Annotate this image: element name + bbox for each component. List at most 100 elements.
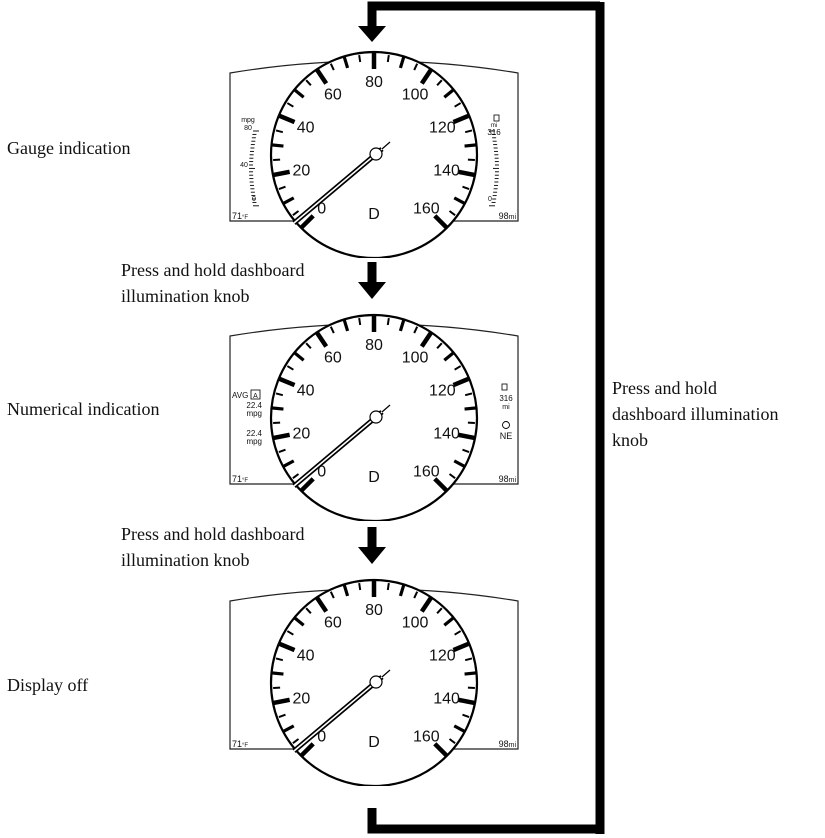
range-max: 316 <box>487 128 501 137</box>
speed-tick <box>271 671 284 676</box>
speed-tick <box>275 392 284 397</box>
gear-indicator: D <box>368 734 380 751</box>
speed-tick <box>299 742 315 758</box>
speed-label-160: 160 <box>413 463 440 480</box>
speed-tick <box>275 657 284 662</box>
step-label-2-line2: illumination knob <box>121 550 250 570</box>
speed-tick <box>436 342 443 350</box>
speed-tick <box>329 591 335 599</box>
outside-temp-value: 71 <box>232 211 242 221</box>
inst-value: 22.4 <box>246 429 262 438</box>
speed-tick <box>342 55 350 69</box>
speed-tick <box>292 738 300 744</box>
speed-tick <box>305 607 312 615</box>
speed-tick <box>272 432 291 441</box>
speed-tick <box>293 88 305 99</box>
speed-tick <box>398 583 406 597</box>
speed-tick <box>443 616 455 627</box>
outside-temp-unit: °F <box>242 478 248 484</box>
speed-tick <box>292 473 300 479</box>
return-label-line3: knob <box>612 430 648 450</box>
speed-tick <box>286 630 294 636</box>
return-label-line1: Press and hold <box>612 378 717 398</box>
speed-tick <box>433 214 449 230</box>
odometer: 98mi <box>499 474 517 484</box>
needle-highlight <box>293 676 383 752</box>
avg-unit: mpg <box>246 409 262 418</box>
mode-label-gauge: Gauge indication <box>7 138 131 158</box>
needle-hub <box>369 147 383 161</box>
speed-tick <box>329 63 335 71</box>
speed-tick <box>436 79 443 87</box>
speed-tick <box>286 102 294 108</box>
speed-tick <box>448 210 456 216</box>
speed-tick <box>292 210 300 216</box>
needle-hub <box>369 675 383 689</box>
speed-tick <box>454 630 462 636</box>
range-value: 316 <box>499 394 513 403</box>
speed-tick <box>314 68 329 85</box>
return-label-line2: dashboard illumination <box>612 404 779 424</box>
speed-tick <box>413 63 419 71</box>
needle-tip <box>381 404 391 413</box>
odometer: 98mi <box>499 211 517 221</box>
outside-temp-value: 71 <box>232 739 242 749</box>
speed-tick <box>453 724 466 733</box>
speed-tick <box>457 432 476 441</box>
speed-tick <box>275 129 284 134</box>
speed-label-40: 40 <box>297 383 315 400</box>
arrow-down-1 <box>358 282 386 299</box>
outside-temp-unit: °F <box>242 215 248 221</box>
speed-tick <box>452 376 471 388</box>
speed-tick <box>305 342 312 350</box>
arrow-down-top <box>358 26 386 42</box>
speed-tick <box>443 88 455 99</box>
speed-tick <box>271 143 284 148</box>
speed-label-20: 20 <box>293 162 311 179</box>
speed-tick <box>386 582 390 591</box>
speed-tick <box>305 79 312 87</box>
loop-bottom-line <box>367 808 600 834</box>
speed-label-100: 100 <box>402 349 429 366</box>
speed-tick <box>272 169 291 178</box>
speed-tick <box>278 713 286 718</box>
fuel-pump-icon <box>493 114 500 122</box>
speed-tick <box>342 583 350 597</box>
speed-tick <box>454 102 462 108</box>
speed-tick <box>433 742 449 758</box>
needle-hub <box>369 410 383 424</box>
speed-label-100: 100 <box>402 614 429 631</box>
mode-label-off: Display off <box>7 675 89 695</box>
speed-label-0: 0 <box>317 728 326 745</box>
speed-tick <box>464 406 477 411</box>
speed-label-60: 60 <box>324 614 342 631</box>
speed-label-140: 140 <box>433 162 460 179</box>
step-label-2-line1: Press and hold dashboard <box>121 524 305 544</box>
speed-tick <box>293 616 305 627</box>
speed-label-120: 120 <box>429 648 456 665</box>
speed-label-100: 100 <box>402 86 429 103</box>
speed-label-120: 120 <box>429 120 456 137</box>
speed-tick <box>271 406 284 411</box>
outside-temp: 71°F <box>232 739 248 749</box>
odometer-unit: mi <box>509 477 517 484</box>
compass-heading: NE <box>500 431 513 441</box>
speed-tick <box>453 196 466 205</box>
outside-temp-unit: °F <box>242 743 248 749</box>
speed-label-40: 40 <box>297 648 315 665</box>
speed-tick <box>454 365 462 371</box>
speed-tick <box>314 331 329 348</box>
odometer-value: 98 <box>499 474 509 484</box>
speed-label-140: 140 <box>433 690 460 707</box>
speed-tick <box>452 113 471 125</box>
gear-indicator: D <box>368 469 380 486</box>
speed-tick <box>419 68 434 85</box>
avg-badge-box <box>250 389 261 400</box>
gear-indicator: D <box>368 206 380 223</box>
speed-tick <box>293 351 305 362</box>
speed-tick <box>419 596 434 613</box>
